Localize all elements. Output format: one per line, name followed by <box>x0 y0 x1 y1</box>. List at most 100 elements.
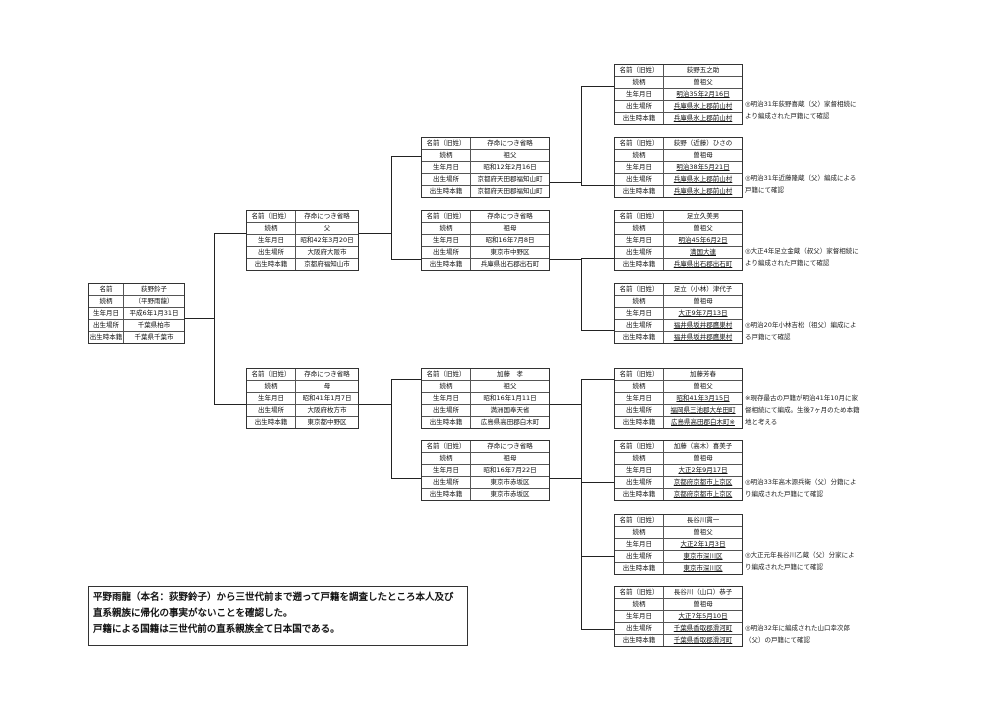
person-relation: 祖父 <box>503 382 517 390</box>
field-label: 続柄 <box>615 381 664 392</box>
person-birth-register: 千葉県千葉市 <box>134 333 174 341</box>
field-label: 名前（旧姓） <box>422 138 471 149</box>
field-label: 生年月日 <box>422 465 471 476</box>
field-label: 出生時本籍 <box>615 186 664 197</box>
field-label: 出生場所 <box>615 247 664 258</box>
person-name: 荻野五之助 <box>686 66 720 74</box>
field-label: 生年月日 <box>247 235 296 246</box>
person-card-mother: 名前（旧姓）存命につき省略 続柄母 生年月日昭和41年1月7日 出生場所大阪府枚… <box>246 368 359 429</box>
field-label: 出生場所 <box>247 405 296 416</box>
person-card-great-grandfather-7: 名前（旧姓）長谷川貫一 続柄曽祖父 生年月日大正2年1月3日 出生場所東京市深川… <box>614 514 743 575</box>
person-birth-place: 京都府天田郡福知山町 <box>477 175 543 183</box>
field-label: 続柄 <box>422 453 471 464</box>
person-birth-register: 京都府天田郡福知山町 <box>477 187 543 195</box>
field-label: 出生時本籍 <box>615 332 664 343</box>
field-label: 出生場所 <box>615 551 664 562</box>
connector-line <box>581 86 614 87</box>
field-label: 名前（旧姓） <box>422 211 471 222</box>
person-relation: 父 <box>323 224 331 232</box>
person-birth-place: 千葉県香取郡滑河町 <box>673 624 733 632</box>
person-card-root: 名前荻野鈴子 続柄（平野雨龍） 生年月日平成6年1月31日 出生場所千葉県柏市 … <box>88 283 185 344</box>
field-label: 出生場所 <box>422 405 471 416</box>
field-label: 出生場所 <box>615 477 664 488</box>
field-label: 出生時本籍 <box>615 635 664 646</box>
field-label: 出生時本籍 <box>422 417 471 428</box>
field-label: 続柄 <box>615 77 664 88</box>
person-birth-date: 昭和41年1月7日 <box>302 394 352 402</box>
field-label: 生年月日 <box>422 162 471 173</box>
connector-line <box>391 478 421 479</box>
person-birth-place: 兵庫県氷上郡前山村 <box>673 102 733 110</box>
person-birth-register: 福井県坂井郡鷹巣村 <box>673 333 733 341</box>
summary-conclusion: 戸籍による国籍は三世代前の直系親族全て日本国である。 <box>93 624 340 635</box>
connector-line <box>581 482 614 483</box>
person-birth-date: 昭和16年7月8日 <box>485 236 535 244</box>
connector-line <box>358 404 392 405</box>
field-label: 名前（旧姓） <box>615 369 664 380</box>
field-label: 名前（旧姓） <box>615 65 664 76</box>
field-label: 生年月日 <box>615 465 664 476</box>
connector-line <box>548 478 582 479</box>
field-label: 出生時本籍 <box>615 417 664 428</box>
person-card-great-grandfather-1: 名前（旧姓）荻野五之助 続柄曽祖父 生年月日明治35年2月16日 出生場所兵庫県… <box>614 64 743 125</box>
field-label: 出生場所 <box>615 174 664 185</box>
person-name: 長谷川貫一 <box>686 516 720 524</box>
person-birth-date: 大正2年1月3日 <box>680 540 726 548</box>
person-birth-date: 平成6年1月31日 <box>129 309 179 317</box>
person-birth-register: 千葉県香取郡滑河町 <box>673 636 733 644</box>
person-relation: 曽祖母 <box>693 454 713 462</box>
record-note: ◎明治31年近藤隆蔵（父）編成による戸籍にて確認 <box>745 174 857 194</box>
person-birth-date: 大正2年9月17日 <box>678 466 728 474</box>
field-label: 続柄 <box>247 223 296 234</box>
connector-line <box>581 86 582 186</box>
person-birth-place: 満国大連 <box>690 248 716 256</box>
connector-line <box>548 182 582 183</box>
person-birth-place: 大阪府枚方市 <box>307 406 347 414</box>
summary-text: 平野雨龍（本名：荻野鈴子）から三世代前まで遡って戸籍を調査したところ本人及び直系… <box>93 592 454 619</box>
person-card-paternal-grandfather: 名前（旧姓）存命につき省略 続柄祖父 生年月日昭和12年2月16日 出生場所京都… <box>421 137 550 198</box>
connector-line <box>581 478 582 630</box>
person-name: 加藤芳春 <box>690 370 716 378</box>
person-birth-place: 東京市深川区 <box>683 552 723 560</box>
person-relation: 曽祖父 <box>693 382 713 390</box>
field-label: 生年月日 <box>615 393 664 404</box>
field-label: 生年月日 <box>89 308 124 319</box>
person-birth-place: 大阪府大阪市 <box>307 248 347 256</box>
person-birth-register: 兵庫県出石郡出石町 <box>673 260 733 268</box>
field-label: 続柄 <box>615 296 664 307</box>
field-label: 名前（旧姓） <box>247 211 296 222</box>
field-label: 続柄 <box>247 381 296 392</box>
person-birth-place: 東京市赤坂区 <box>490 478 530 486</box>
person-birth-date: 明治38年5月21日 <box>676 163 730 171</box>
person-card-great-grandfather-5: 名前（旧姓）加藤芳春 続柄曽祖父 生年月日昭和41年3月15日 出生場所福岡県三… <box>614 368 743 429</box>
field-label: 名前（旧姓） <box>615 441 664 452</box>
field-label: 生年月日 <box>247 393 296 404</box>
person-name: 存命につき省略 <box>487 212 533 220</box>
field-label: 出生時本籍 <box>615 489 664 500</box>
person-birth-register: 東京市赤坂区 <box>490 490 530 498</box>
person-birth-register: 広島県高田郡白木町※ <box>671 418 735 426</box>
person-relation: （平野雨龍） <box>134 297 174 305</box>
field-label: 出生時本籍 <box>422 489 471 500</box>
person-card-great-grandmother-8: 名前（旧姓）長谷川（山口）恭子 続柄曽祖母 生年月日大正7年5月10日 出生場所… <box>614 586 743 647</box>
person-relation: 曽祖父 <box>693 528 713 536</box>
record-note: ◎明治20年小林吉松（祖父）編成による戸籍にて確認 <box>745 321 857 341</box>
field-label: 出生場所 <box>422 174 471 185</box>
field-label: 生年月日 <box>615 611 664 622</box>
field-label: 生年月日 <box>615 539 664 550</box>
connector-line <box>391 156 392 260</box>
field-label: 出生時本籍 <box>247 259 296 270</box>
person-relation: 祖母 <box>503 224 517 232</box>
field-label: 出生場所 <box>615 320 664 331</box>
field-label: 出生時本籍 <box>615 113 664 124</box>
person-birth-place: 千葉県柏市 <box>137 321 171 329</box>
record-note: ※現存最古の戸籍が明治41年10月に家督相続にて編成。生後7ヶ月のため本籍地と考… <box>745 394 860 426</box>
field-label: 出生場所 <box>422 477 471 488</box>
field-label: 出生時本籍 <box>615 259 664 270</box>
field-label: 名前（旧姓） <box>615 211 664 222</box>
person-birth-date: 明治35年2月16日 <box>676 90 730 98</box>
field-label: 名前（旧姓） <box>247 369 296 380</box>
person-birth-register: 東京都中野区 <box>307 418 347 426</box>
field-label: 生年月日 <box>615 308 664 319</box>
person-birth-date: 昭和12年2月16日 <box>483 163 537 171</box>
